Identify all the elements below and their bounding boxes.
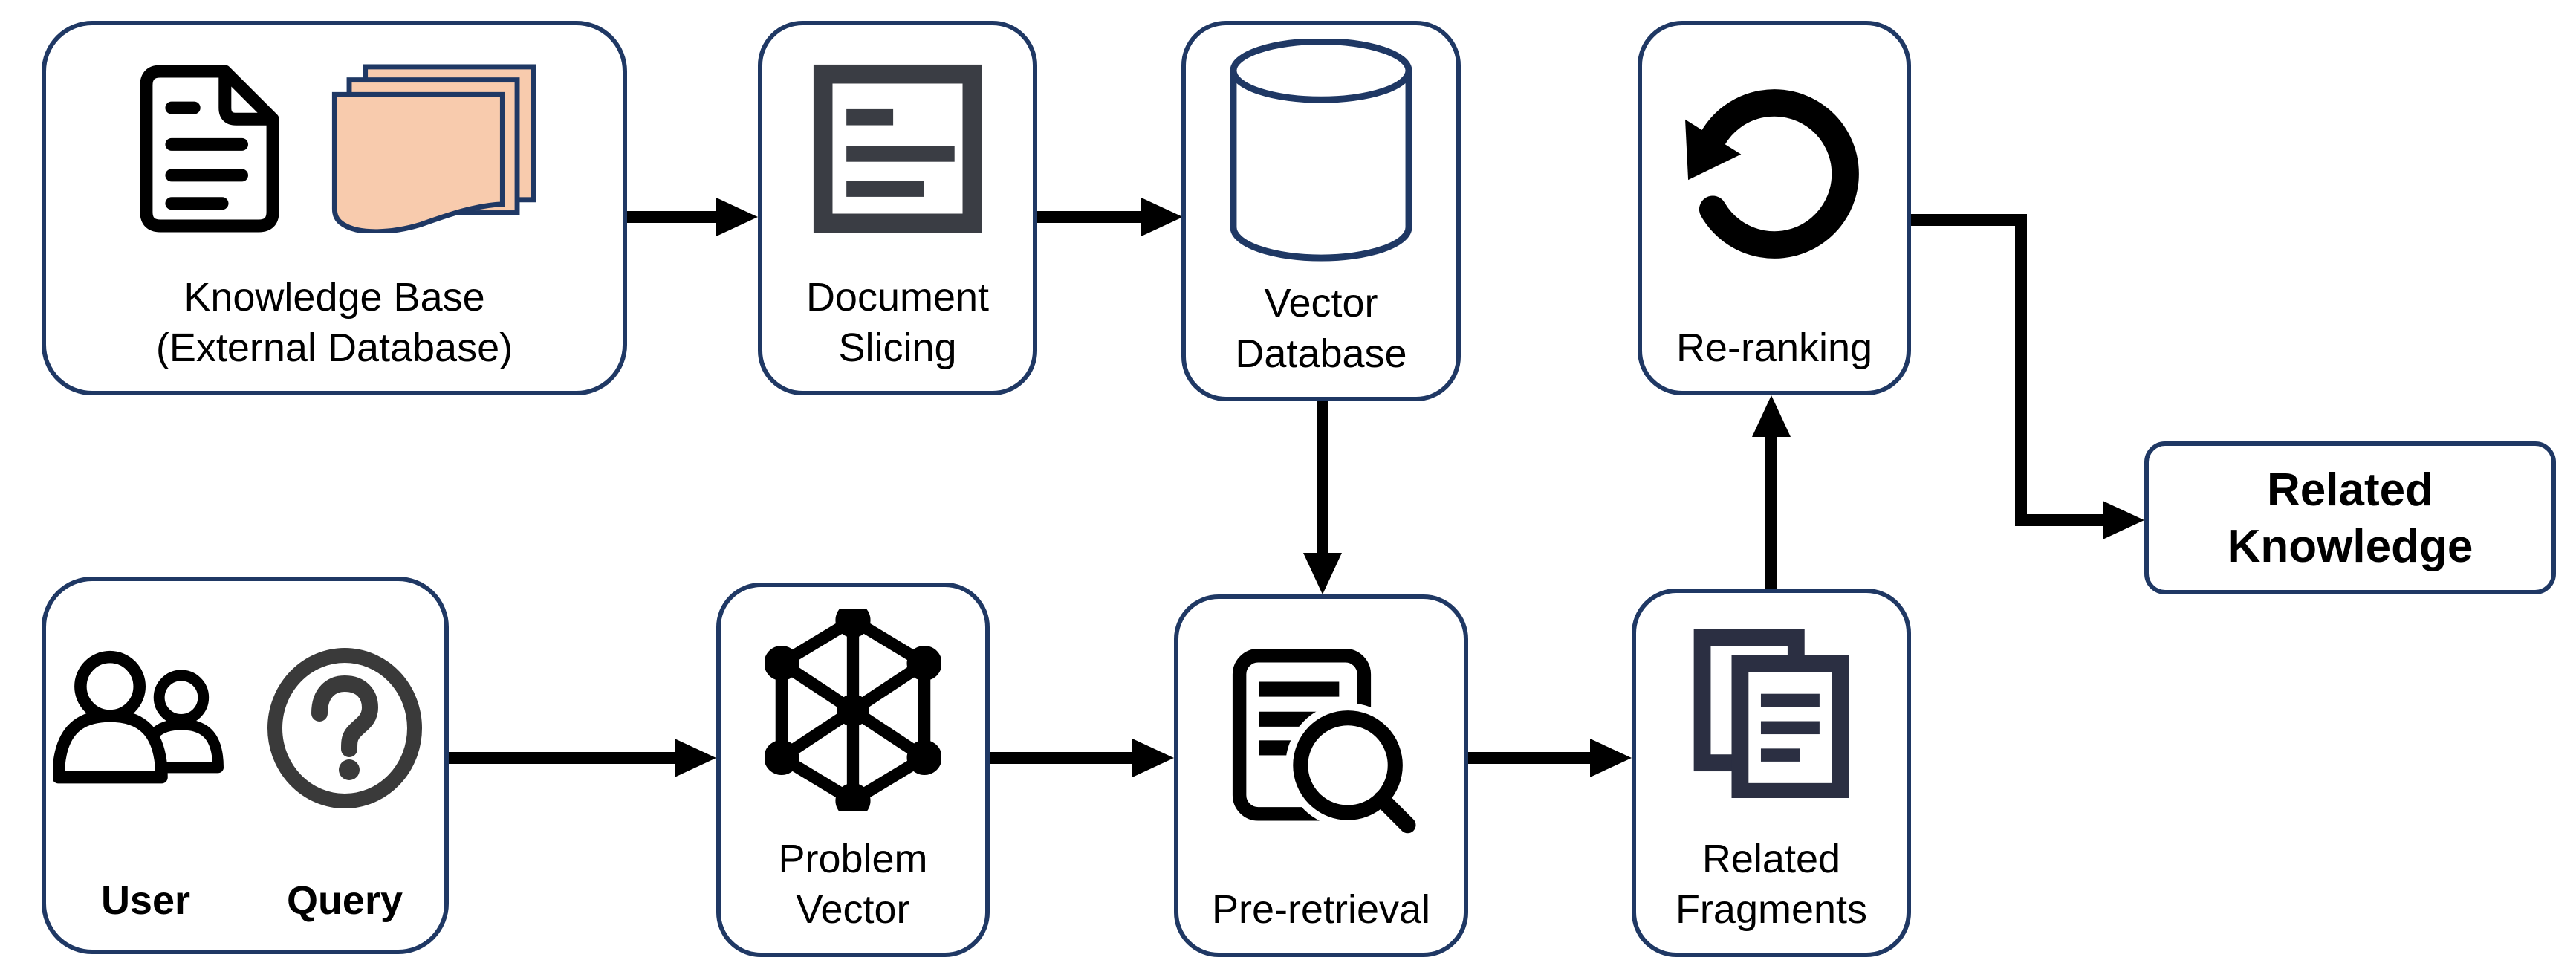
copy-documents-icon [1693,629,1849,798]
arrow-related-fragments-to-re-ranking [1752,395,1791,589]
node-related-knowledge: Related Knowledge [2144,441,2556,594]
node-pre-retrieval: Pre-retrieval [1174,594,1468,957]
node-vector-database: Vector Database [1181,21,1461,401]
node-knowledge-base: Knowledge Base (External Database) [42,21,627,395]
knowledge-base-icons [46,25,623,272]
arrow-user-query-to-problem-vector [449,739,716,777]
node-label: Problem Vector [778,837,928,932]
node-label: Pre-retrieval [1211,887,1431,932]
node-re-ranking: Re-ranking [1638,21,1911,395]
database-cylinder-icon [1230,39,1412,262]
hexagon-graph-icon [765,609,941,811]
users-icon [53,650,224,784]
node-label: Re-ranking [1675,325,1873,370]
arrow-problem-vector-to-pre-retrieval [990,739,1174,777]
paper-stack-icon [331,64,536,233]
document-search-icon [1232,649,1416,834]
rotate-left-icon [1685,89,1859,259]
node-label: Knowledge Base (External Database) [155,275,513,370]
node-related-fragments: Related Fragments [1632,589,1911,957]
node-label: Document Slicing [805,275,990,370]
node-label: Related Knowledge [2227,463,2473,571]
query-label: Query [286,878,403,923]
query-column: Query [245,581,444,950]
node-user-query: User Query [42,577,449,954]
question-circle-icon [267,648,422,808]
document-icon [140,65,279,233]
node-document-slicing: Document Slicing [758,21,1037,395]
arrow-re-ranking-to-related-knowledge [1911,214,2144,539]
user-label: User [100,878,191,923]
document-lines-icon [813,64,982,233]
arrow-document-slicing-to-vector-database [1037,198,1183,236]
node-label: Vector Database [1235,281,1407,376]
arrow-pre-retrieval-to-related-fragments [1468,739,1632,777]
node-label: Related Fragments [1675,837,1868,932]
arrow-knowledge-base-to-document-slicing [627,198,758,236]
arrow-vector-database-to-pre-retrieval [1303,401,1342,594]
user-column: User [46,581,245,950]
node-problem-vector: Problem Vector [716,583,990,957]
